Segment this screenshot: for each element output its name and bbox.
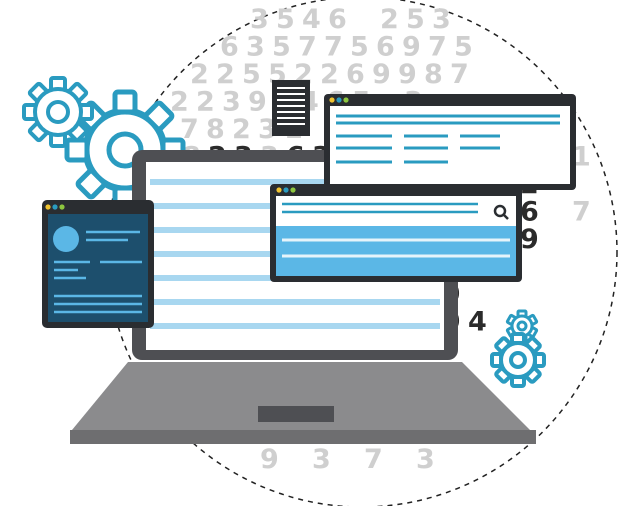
browser-window-top [324, 94, 576, 190]
gear-icon [22, 76, 94, 148]
gear-icon [490, 332, 546, 388]
laptop-keyboard-deck [72, 362, 530, 430]
laptop-base [70, 430, 536, 444]
search-window [270, 184, 522, 282]
search-icon [493, 204, 509, 220]
digit-row: 9 3 7 3 [260, 444, 435, 475]
profile-panel [42, 200, 154, 328]
avatar [53, 226, 79, 252]
laptop-trackpad [258, 406, 334, 422]
document-icon [272, 80, 310, 136]
